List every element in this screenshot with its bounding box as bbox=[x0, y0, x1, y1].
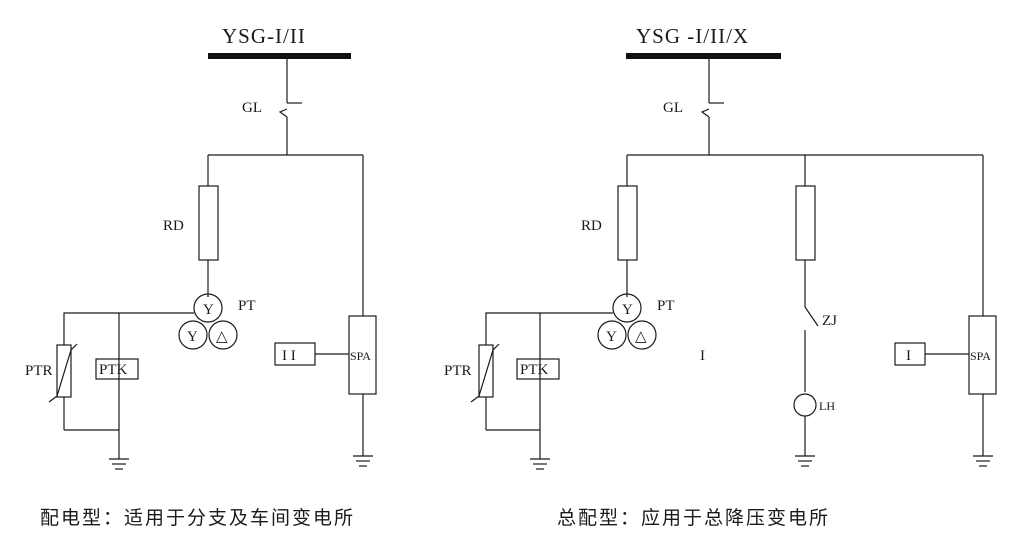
left-ground-1 bbox=[109, 458, 129, 470]
svg-text:Y: Y bbox=[622, 302, 633, 318]
svg-text:△: △ bbox=[216, 329, 228, 345]
left-ptk-box bbox=[95, 358, 139, 380]
right-pt-label: PT bbox=[657, 298, 675, 314]
left-ptk-label: PTK bbox=[99, 362, 128, 378]
svg-text:Y: Y bbox=[187, 329, 198, 345]
left-relay-label: I I bbox=[282, 348, 296, 364]
svg-text:Y: Y bbox=[203, 302, 214, 318]
left-pt-label: PT bbox=[238, 298, 256, 314]
right-fuse-rd bbox=[617, 185, 638, 261]
left-breaker-gl bbox=[278, 56, 302, 155]
right-lh-label: LH bbox=[819, 399, 835, 413]
left-breaker-label: GL bbox=[242, 100, 262, 116]
right-breaker-label: GL bbox=[663, 100, 683, 116]
right-ground-3 bbox=[973, 455, 993, 467]
right-spa-label: SPA bbox=[970, 349, 991, 363]
left-caption: 配电型：适用于分支及车间变电所 bbox=[40, 507, 355, 529]
right-pt-transformer: Y Y △ bbox=[597, 293, 657, 350]
right-caption: 总配型：应用于总降压变电所 bbox=[557, 507, 830, 529]
left-pt-transformer: Y Y △ bbox=[178, 293, 238, 350]
left-ptr-label: PTR bbox=[25, 363, 53, 379]
right-relay-label: I bbox=[906, 348, 911, 364]
right-breaker-gl bbox=[700, 56, 724, 155]
right-fuse-2 bbox=[795, 185, 816, 261]
svg-text:Y: Y bbox=[606, 329, 617, 345]
right-fuse-label: RD bbox=[581, 218, 602, 234]
right-ptr-label: PTR bbox=[444, 363, 472, 379]
svg-text:△: △ bbox=[635, 329, 647, 345]
left-spa-label: SPA bbox=[350, 349, 371, 363]
left-fuse-rd bbox=[198, 185, 219, 261]
right-ground-2 bbox=[795, 455, 815, 467]
left-bus-title: YSG-I/II bbox=[222, 24, 306, 48]
right-zj-label: ZJ bbox=[822, 313, 837, 329]
left-fuse-label: RD bbox=[163, 218, 184, 234]
left-diagram: YSG-I/II GL RD Y Y △ PT bbox=[25, 24, 377, 529]
right-ptk-label: PTK bbox=[520, 362, 549, 378]
right-marker-label: I bbox=[700, 348, 705, 364]
right-bus-title: YSG -I/II/X bbox=[636, 24, 749, 48]
right-switch-zj bbox=[804, 306, 819, 327]
left-ground-2 bbox=[353, 455, 373, 467]
right-ct-lh bbox=[793, 393, 817, 417]
right-ground-1 bbox=[530, 458, 550, 470]
right-diagram: YSG -I/II/X GL RD Y Y △ PT I bbox=[444, 24, 997, 529]
right-ptk-box bbox=[516, 358, 560, 380]
